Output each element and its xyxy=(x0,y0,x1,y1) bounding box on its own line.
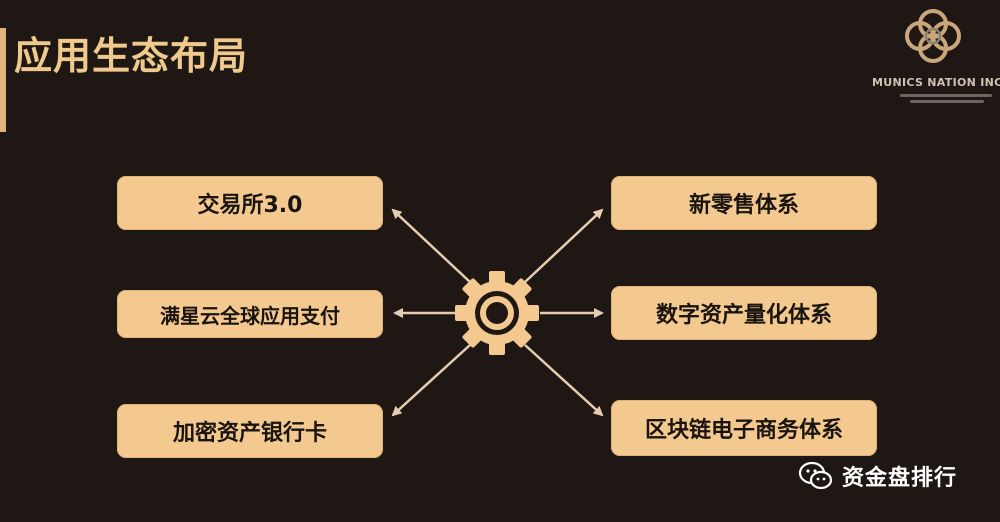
ecosystem-item-exchange: 交易所3.0 xyxy=(117,176,383,230)
arrow-to-left-3 xyxy=(391,344,471,417)
ecosystem-item-crypto-bank-card: 加密资产银行卡 xyxy=(117,404,383,458)
gear-icon xyxy=(455,271,539,355)
ecosystem-item-quant-system: 数字资产量化体系 xyxy=(611,286,877,340)
arrow-to-right-3 xyxy=(524,344,604,417)
logo-tagline-line xyxy=(910,100,984,103)
page-title: 应用生态布局 xyxy=(14,34,249,78)
ecosystem-item-blockchain-ecommerce: 区块链电子商务体系 xyxy=(611,400,877,456)
ecosystem-item-new-retail: 新零售体系 xyxy=(611,176,877,230)
arrow-to-left-1 xyxy=(391,208,471,283)
wechat-account-watermark: 资金盘排行 xyxy=(798,460,957,492)
wechat-account-name: 资金盘排行 xyxy=(842,466,958,491)
ecosystem-item-global-payment: 满星云全球应用支付 xyxy=(117,290,383,338)
arrow-to-right-1 xyxy=(524,208,604,283)
wechat-icon xyxy=(798,461,833,490)
company-logo-text: MUNICS NATION INC xyxy=(872,76,1000,89)
company-logo-icon xyxy=(905,9,961,63)
logo-tagline-line xyxy=(900,94,992,97)
title-accent-bar xyxy=(0,28,6,132)
